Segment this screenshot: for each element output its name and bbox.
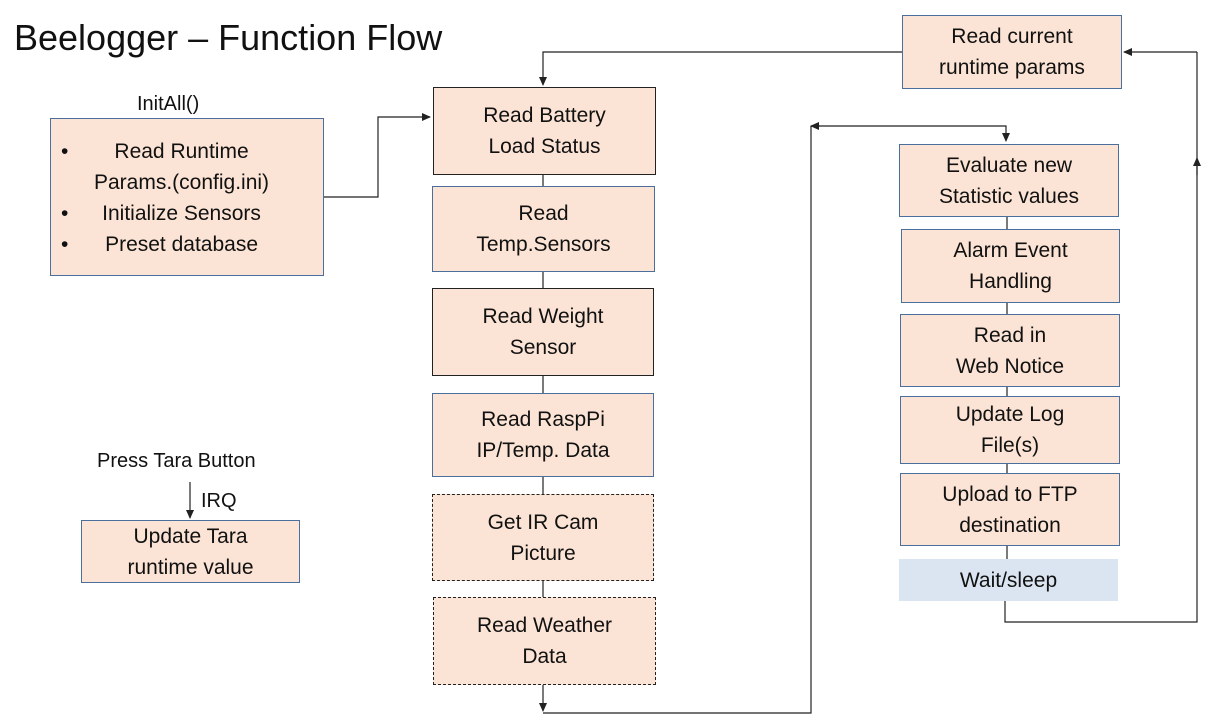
step-read-weather[interactable]: Read Weather Data: [433, 597, 656, 685]
step-read-raspi[interactable]: Read RaspPi IP/Temp. Data: [432, 393, 654, 477]
bullet-icon: •: [61, 202, 69, 225]
step-read-web-notice[interactable]: Read in Web Notice: [900, 314, 1120, 387]
connector-wait-down: [1004, 52, 1198, 623]
initall-item: • Initialize Sensors: [51, 198, 269, 229]
connector-init-to-battery: [324, 113, 431, 198]
read-runtime-params-box[interactable]: Read current runtime params: [902, 15, 1122, 89]
page-title: Beelogger – Function Flow: [14, 17, 443, 58]
initall-list: • Read Runtime Params.(config.ini) • Ini…: [51, 136, 269, 260]
step-get-ir-cam[interactable]: Get IR Cam Picture: [432, 494, 654, 581]
initall-item: • Preset database: [51, 229, 269, 260]
irq-label: IRQ: [201, 490, 237, 512]
press-tara-label: Press Tara Button: [97, 450, 256, 472]
initall-label: InitAll(): [137, 93, 200, 115]
connector-runtime-to-battery: [539, 51, 902, 86]
bullet-icon: •: [61, 140, 69, 163]
step-read-battery[interactable]: Read Battery Load Status: [433, 87, 656, 175]
connector-top-to-right: [811, 125, 1010, 142]
update-tara-box[interactable]: Update Tara runtime value: [81, 520, 300, 583]
step-read-weight[interactable]: Read Weight Sensor: [432, 288, 654, 376]
step-alarm-event[interactable]: Alarm Event Handling: [901, 229, 1120, 303]
step-read-temp-sensors[interactable]: Read Temp.Sensors: [432, 186, 655, 272]
step-evaluate-statistics[interactable]: Evaluate new Statistic values: [899, 144, 1119, 217]
step-upload-ftp[interactable]: Upload to FTP destination: [900, 473, 1120, 546]
initall-item: • Read Runtime Params.(config.ini): [51, 136, 269, 198]
connector-bottom-route: [543, 126, 812, 714]
step-wait-sleep[interactable]: Wait/sleep: [899, 559, 1118, 601]
initall-box[interactable]: • Read Runtime Params.(config.ini) • Ini…: [50, 118, 324, 276]
bullet-icon: •: [61, 233, 69, 256]
step-update-log[interactable]: Update Log File(s): [900, 396, 1120, 464]
